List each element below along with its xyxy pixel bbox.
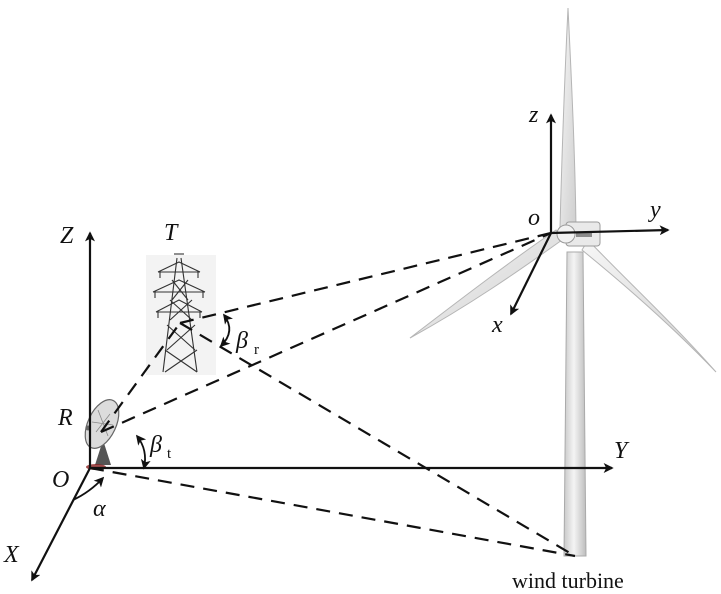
angle-markers: [72, 313, 233, 501]
ground-z-label: Z: [60, 223, 74, 249]
alpha-label: α: [93, 496, 106, 522]
transmitter-label: T: [164, 220, 179, 246]
path-receiver-to-turbine: [100, 231, 552, 434]
wind-turbine-illustration: [409, 7, 717, 557]
turbine-x-axis: [510, 232, 552, 316]
ground-origin-label: O: [52, 467, 69, 493]
radar-stand: [95, 440, 111, 465]
ground-x-label: X: [3, 542, 20, 568]
turbine-tower: [563, 251, 587, 557]
wind-turbine-caption: wind turbine: [512, 568, 624, 593]
turbine-x-label: x: [491, 312, 503, 338]
ground-x-axis: [31, 467, 91, 582]
turbine-origin-label: o: [528, 205, 540, 231]
turbine-z-label: z: [528, 102, 539, 128]
beta-t-arc: [135, 434, 151, 470]
path-transmitter-to-turbine-base: [179, 322, 576, 557]
turbine-blade-right: [581, 239, 717, 373]
beta-t-symbol: β: [149, 432, 162, 458]
turbine-axes: [510, 113, 670, 316]
turbine-y-axis: [550, 225, 670, 236]
beta-t-subscript: t: [167, 446, 172, 462]
turbine-blade-left: [409, 229, 563, 339]
turbine-blade-top: [559, 7, 577, 229]
beta-r-symbol: β: [235, 328, 248, 354]
beta-r-arc: [219, 313, 233, 348]
ground-y-label: Y: [614, 438, 630, 464]
ground-axes: [31, 231, 614, 582]
propagation-paths: [89, 231, 576, 558]
beta-r-subscript: r: [254, 342, 259, 358]
nacelle-detail: [576, 232, 592, 237]
path-origin-to-turbine-base: [89, 466, 576, 558]
receiver-label: R: [57, 405, 73, 431]
path-transmitter-to-turbine: [179, 231, 552, 325]
turbine-y-label: y: [648, 197, 661, 223]
alpha-arc: [72, 476, 105, 501]
turbine-hub: [556, 224, 576, 244]
